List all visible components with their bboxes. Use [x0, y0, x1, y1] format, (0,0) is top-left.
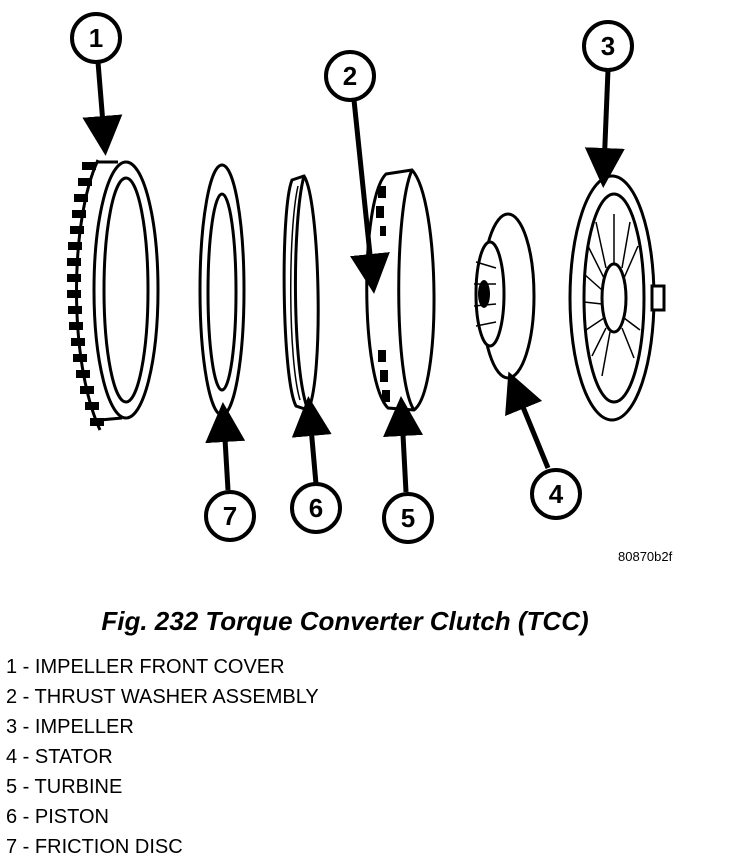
- legend-number: 4: [6, 746, 18, 768]
- part-turbine: [365, 168, 436, 412]
- legend-label: IMPELLER FRONT COVER: [34, 656, 285, 678]
- callout-number: 2: [343, 61, 357, 91]
- legend-item: 1 IMPELLER FRONT COVER: [6, 652, 319, 682]
- turbine-fins: [376, 186, 390, 402]
- callout-6: 6: [290, 482, 342, 534]
- legend-label: FRICTION DISC: [34, 836, 183, 858]
- leader-4: [505, 371, 551, 469]
- legend-separator: [17, 746, 35, 768]
- legend-number: 7: [6, 836, 18, 858]
- callout-2: 2: [324, 50, 376, 102]
- legend-separator: [17, 656, 35, 678]
- callout-number: 1: [89, 23, 103, 53]
- legend-separator: [17, 686, 34, 708]
- callout-number: 6: [309, 493, 323, 523]
- legend-label: TURBINE: [34, 776, 123, 798]
- callout-number: 3: [601, 31, 615, 61]
- legend-label: STATOR: [34, 746, 113, 768]
- legend-label: THRUST WASHER ASSEMBLY: [34, 686, 319, 708]
- part-friction-disc: [198, 163, 246, 417]
- legend-separator: [17, 836, 35, 858]
- legend-separator: [17, 806, 35, 828]
- leader-6: [291, 396, 332, 485]
- leader-2: [350, 99, 390, 294]
- callout-4: 4: [530, 468, 582, 520]
- parts-legend: 1 IMPELLER FRONT COVER 2 THRUST WASHER ASS…: [6, 652, 319, 862]
- legend-separator: [17, 716, 35, 738]
- callout-3: 3: [582, 20, 634, 72]
- figure-caption: Fig. 232 Torque Converter Clutch (TCC): [101, 606, 589, 636]
- exploded-parts-diagram: 1 2 3 4 5 6 7: [67, 12, 666, 544]
- part-impeller-front-cover: [67, 159, 160, 431]
- legend-number: 2: [6, 686, 18, 708]
- legend-number: 6: [6, 806, 18, 828]
- callout-7: 7: [204, 490, 256, 542]
- legend-separator: [17, 776, 34, 798]
- leader-1: [82, 61, 123, 156]
- leader-7: [205, 402, 246, 491]
- legend-item: 2 THRUST WASHER ASSEMBLY: [6, 682, 319, 712]
- legend-label: PISTON: [34, 806, 109, 828]
- part-stator: [473, 212, 536, 380]
- legend-number: 1: [6, 656, 18, 678]
- legend-number: 3: [6, 716, 18, 738]
- callout-5: 5: [382, 492, 434, 544]
- callout-number: 5: [401, 503, 415, 533]
- callout-1: 1: [70, 12, 122, 64]
- legend-item: 6 PISTON: [6, 802, 319, 832]
- figure-code: 80870b2f: [618, 549, 673, 564]
- legend-item: 5 TURBINE: [6, 772, 319, 802]
- impeller-vanes: [583, 214, 641, 377]
- part-impeller: [568, 174, 666, 422]
- leader-3: [584, 69, 625, 188]
- legend-item: 3 IMPELLER: [6, 712, 319, 742]
- callout-number: 4: [549, 479, 564, 509]
- callout-number: 7: [223, 501, 237, 531]
- leader-5: [383, 396, 424, 493]
- part-piston: [282, 174, 320, 412]
- ring-gear-teeth: [67, 162, 104, 426]
- legend-item: 4 STATOR: [6, 742, 319, 772]
- legend-number: 5: [6, 776, 18, 798]
- legend-item: 7 FRICTION DISC: [6, 832, 319, 862]
- legend-label: IMPELLER: [34, 716, 134, 738]
